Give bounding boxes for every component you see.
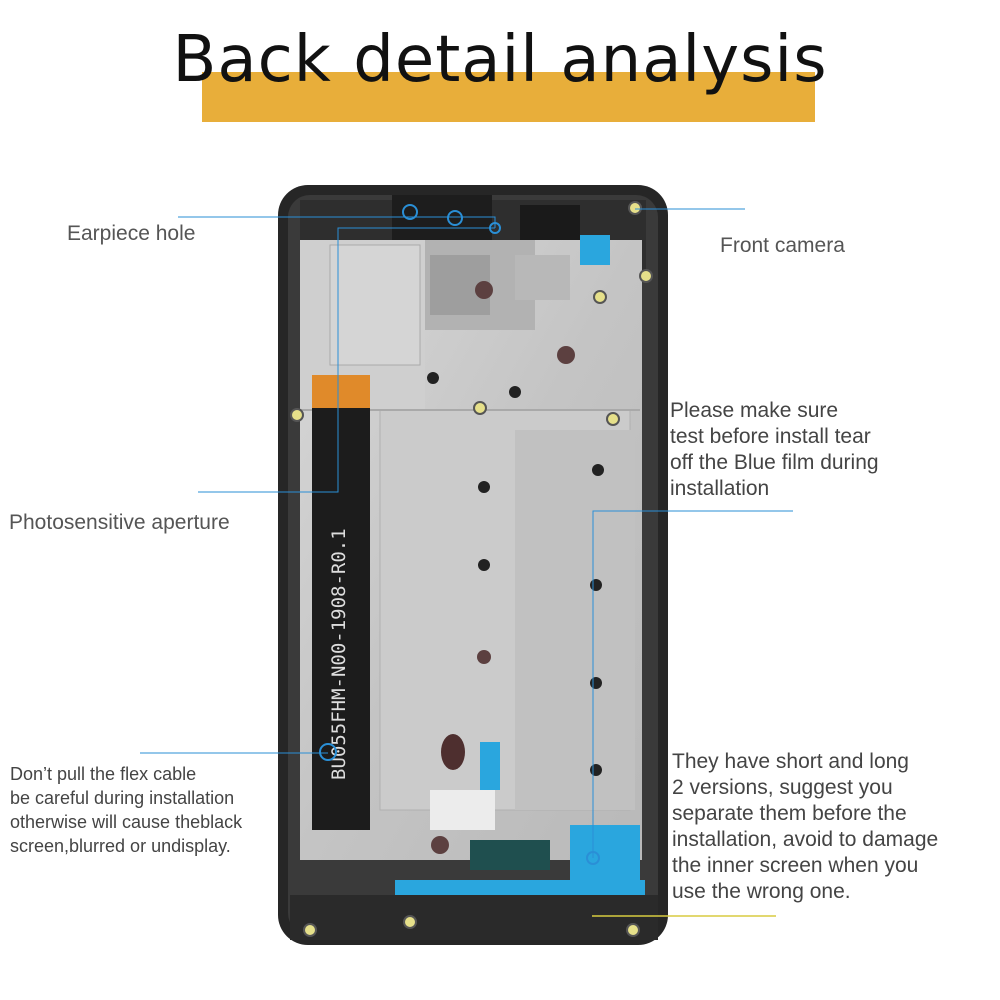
title-highlight-band	[202, 72, 815, 122]
leader-lines	[140, 208, 793, 858]
driver-chip-area	[470, 840, 550, 870]
photosensitive-aperture-label: Photosensitive aperture	[9, 511, 230, 534]
bottom-bracket	[290, 895, 658, 940]
bottom-connector	[430, 790, 495, 830]
flex-cable-warning-label: Don’t pull the flex cable be careful dur…	[10, 764, 243, 856]
oval-hole	[441, 734, 465, 770]
blue-tab	[480, 742, 500, 790]
plate-window	[329, 244, 421, 366]
page-title: Back detail analysis	[172, 23, 828, 97]
screws	[290, 201, 653, 937]
blue-film-strip	[395, 880, 645, 895]
versions-label: They have short and long 2 versions, sug…	[672, 750, 939, 903]
flex-print-text: BU055FHM-N00-1908-R0.1	[328, 528, 350, 780]
blue-film-label: Please make sure test before install tea…	[670, 399, 879, 500]
camera-bracket	[520, 205, 580, 245]
plate-holes	[431, 281, 575, 854]
flex-cable	[312, 408, 370, 830]
plate-dots	[427, 372, 604, 776]
blue-film-top	[580, 235, 610, 265]
front-camera-label: Front camera	[720, 234, 845, 257]
side-plate	[515, 430, 635, 810]
earpiece-hole-label: Earpiece hole	[67, 222, 196, 245]
flex-top-connector	[312, 375, 370, 413]
label-sticker	[515, 255, 570, 300]
